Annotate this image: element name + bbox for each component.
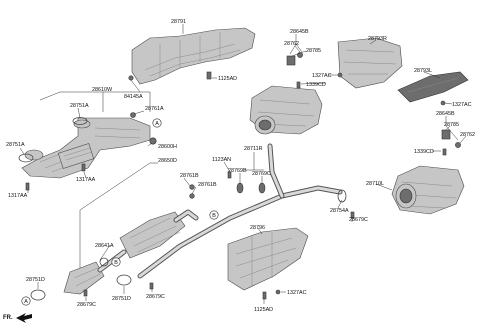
label-28769B: 28769B [228, 168, 247, 174]
label-1317AA-2: 1317AA [8, 193, 28, 199]
label-28751D-1: 28751D [26, 277, 45, 283]
label-1327AC-2: 1327AC [452, 102, 472, 108]
label-28785-2: 28785 [444, 122, 459, 128]
front-label: FR. [3, 315, 13, 321]
heat-shield-28796 [227, 227, 309, 291]
label-28645B-2: 28645B [436, 111, 455, 117]
bolt-1317AA [25, 163, 86, 191]
label-28761B-1: 28761B [180, 173, 199, 179]
label-28761B-2: 28761B [198, 182, 217, 188]
heat-shield-28793R [337, 37, 403, 89]
gasket-28754A [337, 189, 347, 203]
main-muffler-28710L [391, 165, 465, 215]
bolts-1339CD [296, 81, 447, 156]
callout-a-lower: A [21, 296, 31, 306]
label-84145A: 84145A [124, 94, 143, 100]
hangers-28769 [227, 171, 266, 194]
callout-b-lower: B [111, 257, 121, 267]
front-arrow-icon [16, 313, 32, 323]
muffler-upper [249, 85, 323, 135]
label-1327AC-3: 1327AC [287, 290, 307, 296]
label-28761A: 28761A [145, 106, 164, 112]
label-28754A: 28754A [330, 208, 349, 214]
heat-shield-28791 [131, 27, 256, 85]
bolt-28679C-right [350, 211, 355, 219]
callout-a-upper: A [152, 118, 162, 128]
intermediate-pipe-28711R [137, 143, 343, 279]
bolts-28679C-left [83, 282, 154, 297]
label-28600H: 28600H [158, 144, 177, 150]
label-28751A-left: 28751A [6, 142, 25, 148]
label-28762-2: 28762 [460, 132, 475, 138]
label-28641A: 28641A [95, 243, 114, 249]
heat-shield-28793L [397, 71, 469, 103]
label-28679C-2: 28679C [146, 294, 165, 300]
label-28751A-upper: 28751A [70, 103, 89, 109]
front-direction-indicator: FR. [3, 313, 32, 323]
label-1317AA-1: 1317AA [76, 177, 96, 183]
front-pipe-28650D [63, 209, 199, 295]
label-28769C: 28769C [252, 171, 271, 177]
bolt-1125AD-top [206, 71, 212, 80]
svg-text:B: B [212, 213, 216, 219]
label-28710L: 28710L [366, 181, 384, 187]
leader-lines [19, 24, 467, 304]
label-28793L: 28793L [414, 68, 432, 74]
sensor-28600H [149, 137, 157, 145]
label-28793R: 28793R [368, 36, 387, 42]
label-28751D-2: 28751D [112, 296, 131, 302]
label-28762-1: 28762 [284, 41, 299, 47]
label-28796: 28796 [250, 225, 265, 231]
gasket-28751A-left [18, 153, 34, 163]
gaskets-28751D [30, 274, 132, 301]
svg-text:A: A [24, 299, 28, 305]
nut-28761A [130, 112, 136, 118]
label-28650D: 28650D [158, 158, 177, 164]
label-28679C-3: 28679C [349, 217, 368, 223]
svg-text:A: A [155, 121, 159, 127]
label-28645B-1: 28645B [290, 29, 309, 35]
label-28785-1: 28785 [306, 48, 321, 54]
label-1125AD-bottom: 1125AD [254, 307, 273, 313]
svg-text:B: B [114, 260, 118, 266]
hangers-28762 [297, 52, 461, 148]
label-1339CD-2: 1339CD [414, 149, 434, 155]
label-1123AN: 1123AN [212, 157, 231, 163]
nuts-28761B [189, 184, 195, 199]
bolts-1327AC [275, 72, 446, 295]
label-28679C-1: 28679C [77, 302, 96, 308]
label-28610W: 28610W [92, 87, 113, 93]
label-1327AC-1: 1327AC [312, 73, 332, 79]
label-1339CD-1: 1339CD [306, 82, 326, 88]
label-28791: 28791 [171, 19, 186, 25]
callout-b-upper: B [209, 210, 219, 220]
bolt-84145A [128, 75, 134, 81]
bolt-1125AD-bottom [262, 291, 267, 300]
label-28711R: 28711R [244, 146, 263, 152]
front-converter-28610W [21, 117, 151, 179]
label-1125AD-top: 1125AD [218, 76, 237, 82]
